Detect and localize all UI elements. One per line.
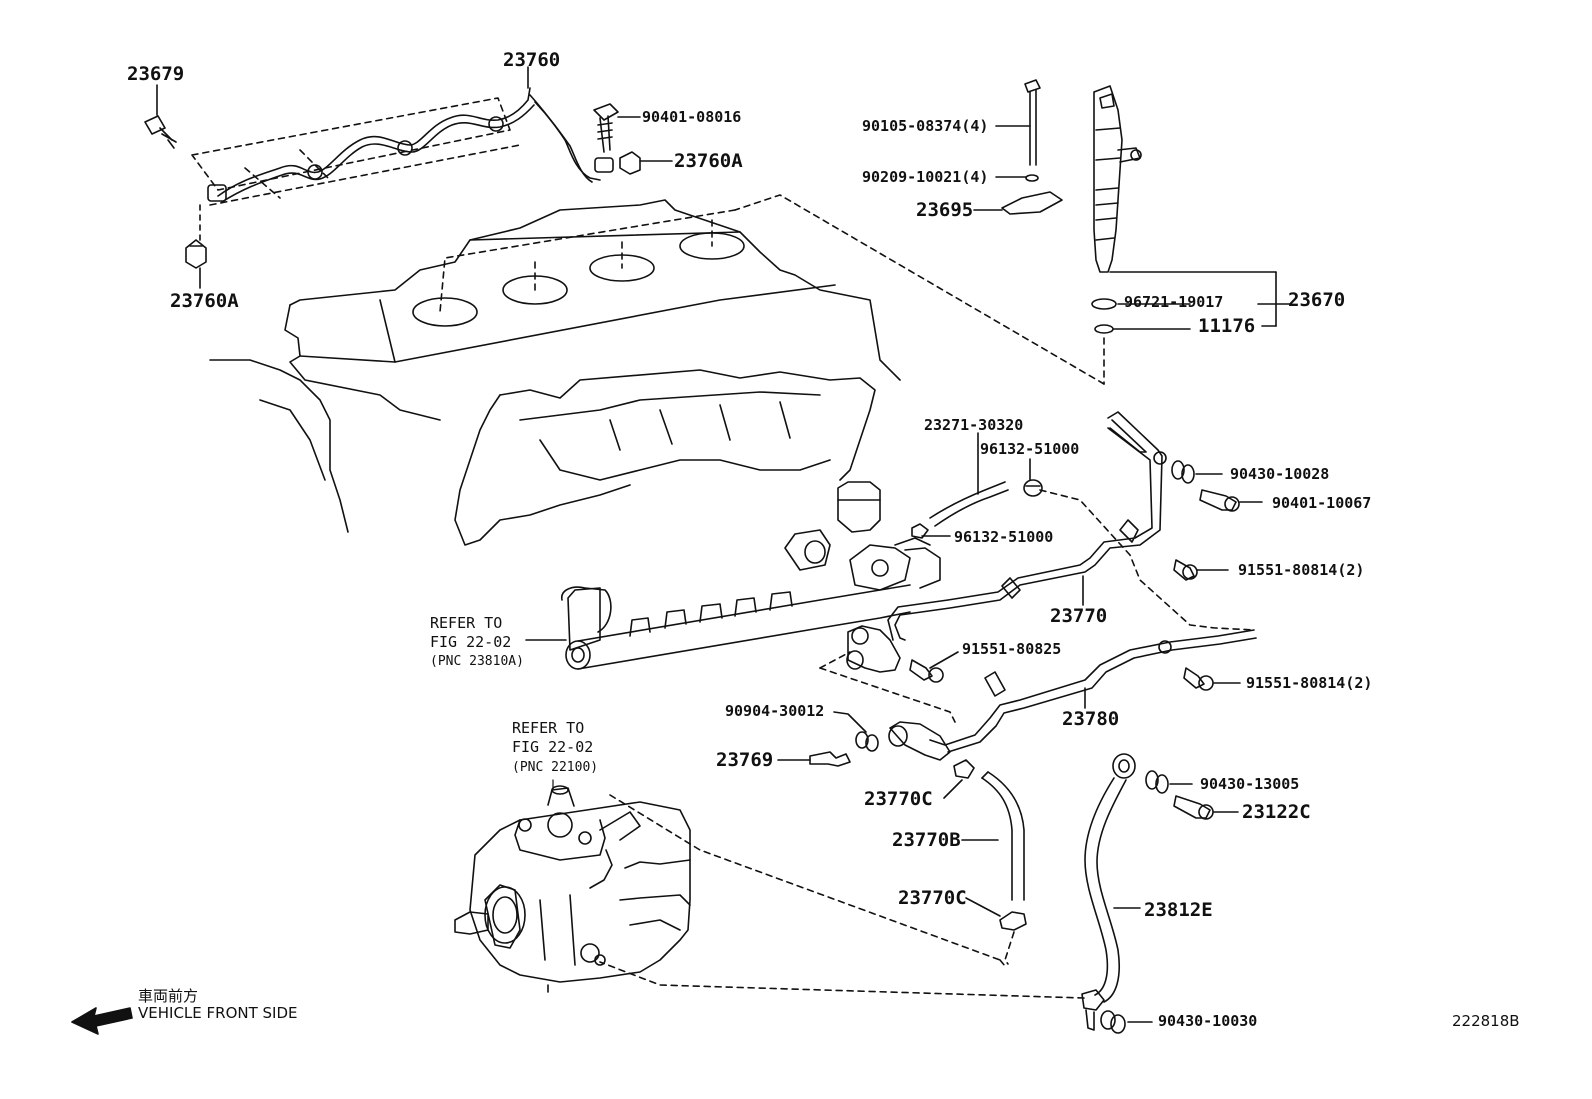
- gasket-90430-10028: [1172, 461, 1222, 483]
- engine-block: [210, 200, 900, 545]
- gasket-90430-13005: [1146, 771, 1192, 793]
- vehicle-front-jp: 車両前方: [138, 987, 199, 1005]
- part-label-23770B: 23770B: [892, 829, 961, 851]
- part-label-90105-08374: 90105-08374(4): [862, 117, 989, 135]
- part-label-23770C-a: 23770C: [864, 788, 933, 810]
- bolt-23122C: [1174, 796, 1238, 819]
- part-label-23760A-top: 23760A: [674, 150, 743, 172]
- pipe-23812E: [600, 754, 1140, 1030]
- part-label-91551-80814-a: 91551-80814(2): [1238, 561, 1365, 579]
- gasket-90430-10030: [1101, 1011, 1152, 1033]
- part-label-23760: 23760: [503, 49, 561, 71]
- part-label-90209-10021: 90209-10021(4): [862, 168, 989, 186]
- bolt-91551-80814-b: [1184, 668, 1240, 690]
- refer-rail-line3: (PNC 23810A): [430, 654, 524, 669]
- part-label-90430-10030: 90430-10030: [1158, 1012, 1258, 1030]
- part-label-90401-10067: 90401-10067: [1272, 494, 1372, 512]
- fitting-23679: [145, 85, 176, 148]
- clamp-23770C-b: [966, 898, 1026, 964]
- part-label-23271-30320: 23271-30320: [924, 416, 1024, 434]
- vehicle-front-en: VEHICLE FRONT SIDE: [138, 1004, 298, 1022]
- part-label-23769: 23769: [716, 749, 774, 771]
- pipe-23780: [820, 626, 1256, 760]
- refer-pump-line1: REFER TO: [512, 719, 585, 737]
- refer-pump-line3: (PNC 22100): [512, 760, 599, 775]
- part-label-23695: 23695: [916, 199, 974, 221]
- pipe-23770: [888, 412, 1166, 640]
- hose-23770B: [962, 772, 1024, 900]
- figure-code: 222818B: [1452, 1012, 1520, 1030]
- part-label-90401-08016: 90401-08016: [642, 108, 742, 126]
- part-label-23770C-b: 23770C: [898, 887, 967, 909]
- part-label-90430-13005: 90430-13005: [1200, 775, 1300, 793]
- fuel-rail: [526, 530, 940, 669]
- bolt-91551-80825: [910, 652, 958, 682]
- refer-rail-line2: FIG 22-02: [430, 633, 512, 651]
- part-label-23122C: 23122C: [1242, 801, 1311, 823]
- part-label-23780: 23780: [1062, 708, 1120, 730]
- vehicle-front-arrow: [72, 1008, 132, 1034]
- refer-pump-line2: FIG 22-02: [512, 738, 594, 756]
- part-label-23812E: 23812E: [1144, 899, 1213, 921]
- bolt-90401-10067: [1200, 490, 1262, 511]
- part-label-11176: 11176: [1198, 315, 1256, 337]
- part-label-90904-30012: 90904-30012: [725, 702, 825, 720]
- part-label-96132-51000-b: 96132-51000: [954, 528, 1054, 546]
- clamp-23760A-left: [186, 205, 206, 288]
- part-label-23670: 23670: [1288, 289, 1346, 311]
- part-label-23679: 23679: [127, 63, 185, 85]
- part-label-96132-51000-a: 96132-51000: [980, 440, 1080, 458]
- clamp-23770C-a: [944, 760, 974, 798]
- valve-23769: [778, 752, 850, 766]
- injector-assembly: [440, 80, 1290, 384]
- supply-pump: [455, 780, 1005, 992]
- gasket-90904-30012: [834, 712, 878, 751]
- hose-23271: [912, 433, 1255, 630]
- clamp-23760A-top: [620, 152, 672, 174]
- injection-pipe-23760: [192, 88, 600, 205]
- part-label-23770: 23770: [1050, 605, 1108, 627]
- bolt-91551-80814-a: [1174, 560, 1228, 580]
- refer-rail-line1: REFER TO: [430, 614, 503, 632]
- part-label-23760A-left: 23760A: [170, 290, 239, 312]
- part-label-91551-80825: 91551-80825: [962, 640, 1062, 658]
- part-label-90430-10028: 90430-10028: [1230, 465, 1330, 483]
- bolt-90401-08016: [594, 104, 640, 172]
- part-label-96721-19017: 96721-19017: [1124, 293, 1224, 311]
- part-label-91551-80814-b: 91551-80814(2): [1246, 674, 1373, 692]
